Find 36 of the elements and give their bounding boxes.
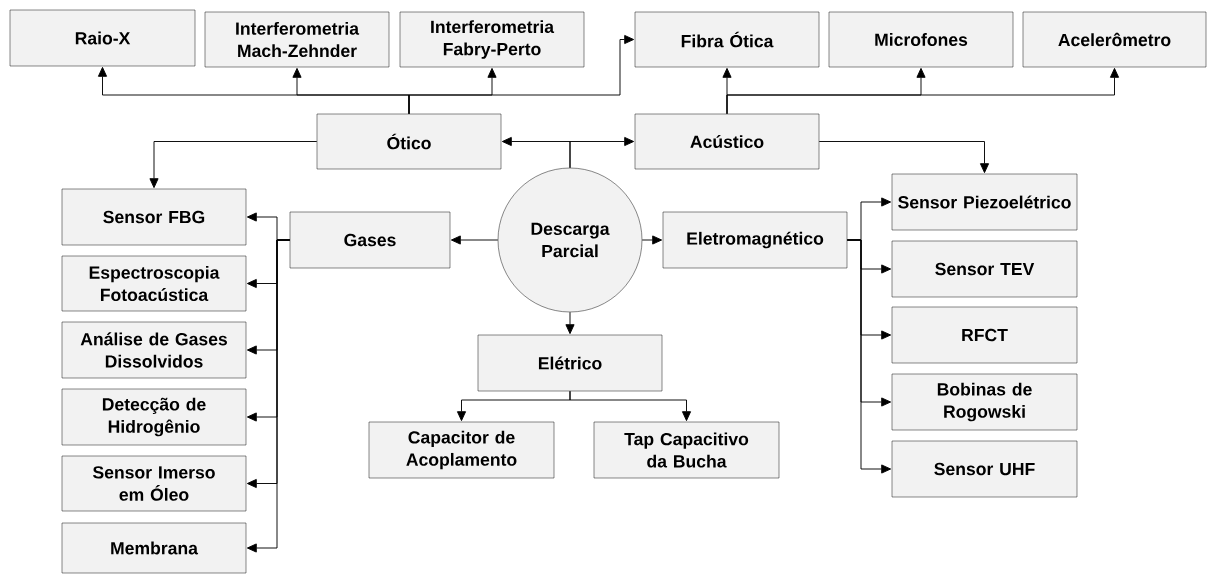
process-box: Acelerômetro	[1022, 11, 1207, 68]
arrow	[641, 235, 663, 245]
arrow	[565, 311, 575, 335]
arrow	[408, 34, 635, 115]
process-box: Eletromagnético	[662, 211, 848, 269]
process-box: Microfones	[828, 11, 1014, 68]
process-box: Gases	[289, 211, 451, 269]
process-box: Interferometria Fabry-Perto	[399, 11, 585, 68]
arrow	[246, 239, 291, 553]
process-box: Análise de Gases Dissolvidos	[61, 321, 247, 379]
arrow	[149, 141, 318, 189]
arrow	[450, 235, 499, 245]
process-box: Bobinas de Rogowski	[891, 373, 1078, 431]
circle-node: Descarga Parcial	[497, 167, 643, 313]
process-box: Elétrico	[477, 334, 663, 392]
process-box: Detecção de Hidrogênio	[61, 388, 247, 446]
arrow	[726, 67, 1120, 115]
process-box: Tap Capacitivo da Bucha	[593, 421, 780, 479]
process-box: Raio-X	[9, 9, 196, 67]
process-box: Sensor Piezoelétrico	[891, 173, 1078, 231]
arrow	[569, 136, 635, 169]
process-box: Interferometria Mach-Zehnder	[204, 11, 390, 68]
arrow	[818, 141, 990, 174]
process-box: Sensor TEV	[891, 240, 1078, 298]
arrow	[569, 390, 692, 422]
process-box: Sensor Imerso em Óleo	[61, 455, 247, 512]
process-box: Ótico	[316, 113, 502, 170]
process-box: Espectroscopia Fotoacústica	[61, 255, 247, 312]
process-box: Sensor FBG	[61, 188, 247, 246]
arrow	[846, 239, 892, 474]
process-box: Fibra Ótica	[634, 11, 820, 68]
process-box: Membrana	[61, 522, 247, 574]
process-box: Capacitor de Acoplamento	[368, 421, 555, 479]
process-box: Sensor UHF	[891, 440, 1078, 498]
process-box: RFCT	[891, 306, 1078, 364]
process-box: Acústico	[634, 113, 820, 170]
